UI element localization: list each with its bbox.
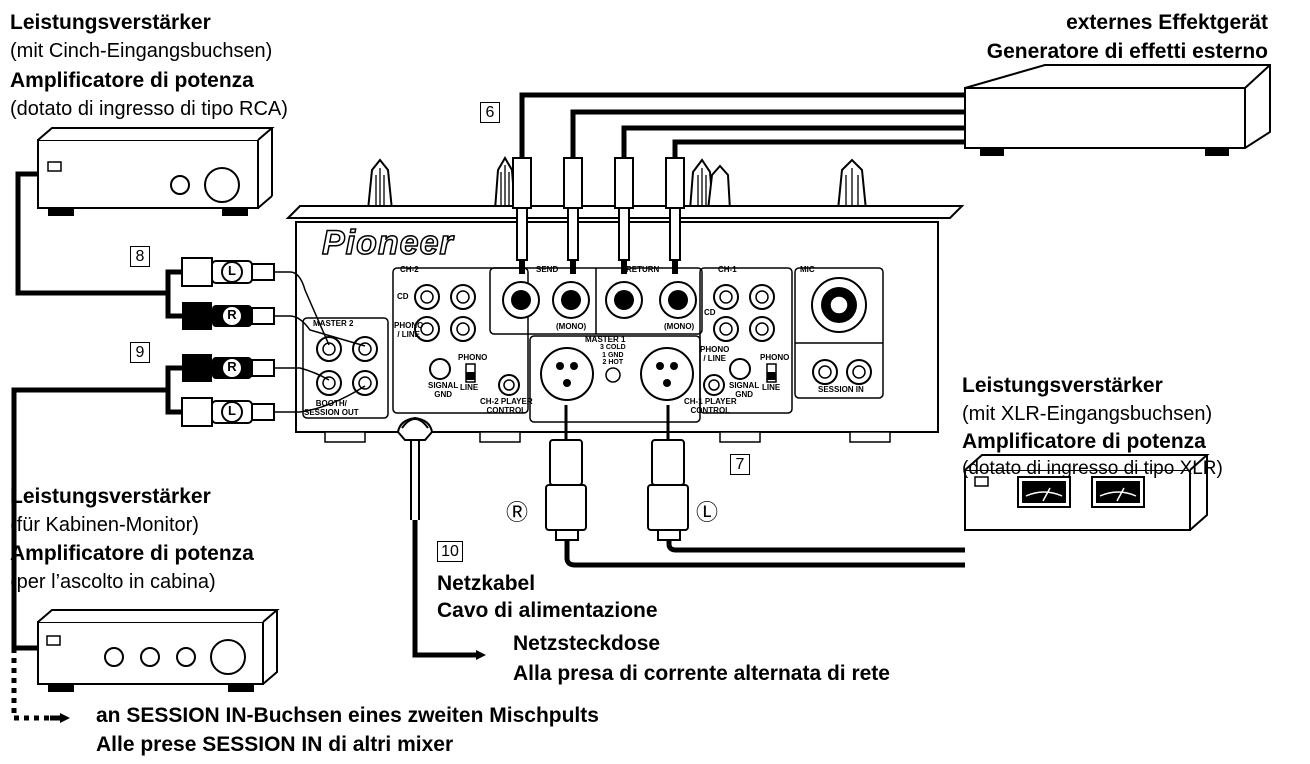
mixer-brand-logo: Pioneer	[321, 223, 454, 262]
rca-amp-sub-it: (dotato di ingresso di tipo RCA)	[10, 98, 288, 120]
label-phono-ch2: PHONO	[458, 353, 488, 362]
fx-title-de: externes Effektgerät	[1066, 11, 1268, 34]
rca-amp-title-it: Amplificatore di potenza	[10, 69, 254, 92]
outlet-it: Alla presa di corrente alternata di rete	[513, 662, 890, 685]
effects-unit	[964, 64, 1271, 156]
booth-amp-title-de: Leistungsverstärker	[10, 485, 211, 508]
xlr-label-r: Ⓡ	[506, 500, 529, 525]
session-it: Alle prese SESSION IN di altri mixer	[96, 733, 454, 756]
label-phono-ch1: PHONO	[760, 353, 790, 362]
label-ch1: CH-1	[718, 265, 737, 274]
outlet-de: Netzsteckdose	[513, 632, 661, 655]
plug-label-r: R	[227, 307, 237, 322]
label-ch2-control: CH-2 PLAYER CONTROL	[480, 397, 533, 415]
xlr-plugs	[545, 405, 689, 541]
xlr-label-l: Ⓛ	[696, 500, 719, 525]
rca-plugs-booth	[181, 354, 275, 427]
label-ch1-control: CH-1 PLAYER CONTROL	[684, 397, 737, 415]
booth-amp-title-it: Amplificatore di potenza	[10, 542, 254, 565]
label-mono-return: (MONO)	[664, 322, 695, 331]
plug-label-r-booth: R	[227, 359, 237, 374]
label-line-ch2: LINE	[460, 383, 479, 392]
label-mono-send: (MONO)	[556, 322, 587, 331]
label-send: SEND	[536, 265, 559, 274]
booth-amp-sub-it: (per l’ascolto in cabina)	[10, 571, 216, 593]
label-cd-ch2: CD	[397, 292, 409, 301]
xlr-amp-title-it: Amplificatore di potenza	[962, 430, 1206, 453]
step-number-8: 8	[130, 246, 150, 267]
booth-amp-sub-de: (für Kabinen-Monitor)	[10, 514, 199, 536]
label-booth: BOOTH/ SESSION OUT	[304, 399, 359, 417]
label-return: RETURN	[626, 265, 660, 274]
label-master1: MASTER 1	[585, 335, 626, 344]
booth-amplifier	[37, 609, 280, 692]
xlr-amp-sub-de: (mit XLR-Eingangsbuchsen)	[962, 403, 1213, 425]
xlr-amplifier	[964, 454, 1210, 531]
power-cable-it: Cavo di alimentazione	[437, 599, 658, 622]
label-session-in: SESSION IN	[818, 385, 864, 394]
step-number-9: 9	[130, 342, 150, 363]
fx-title-it: Generatore di effetti esterno	[986, 40, 1268, 63]
label-cd-ch1: CD	[704, 308, 716, 317]
label-signal-gnd-ch2: SIGNAL GND	[428, 381, 459, 399]
rca-amp-title-de: Leistungsverstärker	[10, 11, 211, 34]
plug-label-l: L	[228, 263, 236, 278]
label-ch2: CH-2	[400, 265, 419, 274]
step-number-7: 7	[730, 454, 750, 475]
xlr-amp-sub-it: (dotato di ingresso di tipo XLR)	[962, 458, 1223, 479]
label-signal-gnd-ch1: SIGNAL GND	[729, 381, 760, 399]
rca-amp-sub-de: (mit Cinch-Eingangsbuchsen)	[10, 40, 273, 62]
session-de: an SESSION IN-Buchsen eines zweiten Misc…	[96, 704, 599, 727]
label-phono-line-ch2: PHONO / LINE	[394, 321, 424, 339]
xlr-amp-title-de: Leistungsverstärker	[962, 374, 1163, 397]
power-cable-de: Netzkabel	[437, 572, 536, 595]
step-number-10: 10	[437, 541, 463, 562]
step-number-6: 6	[480, 102, 500, 123]
label-xlr-pins: 3 COLD 1 GND 2 HOT	[600, 344, 626, 367]
label-mic: MIC	[800, 265, 815, 274]
rca-amplifier	[37, 127, 275, 216]
label-line-ch1: LINE	[762, 383, 781, 392]
label-phono-line-ch1: PHONO / LINE	[700, 345, 730, 363]
phone-plugs	[512, 157, 685, 274]
plug-label-l-booth: L	[228, 403, 236, 418]
effects-cables	[519, 92, 965, 158]
label-master2: MASTER 2	[313, 319, 354, 328]
